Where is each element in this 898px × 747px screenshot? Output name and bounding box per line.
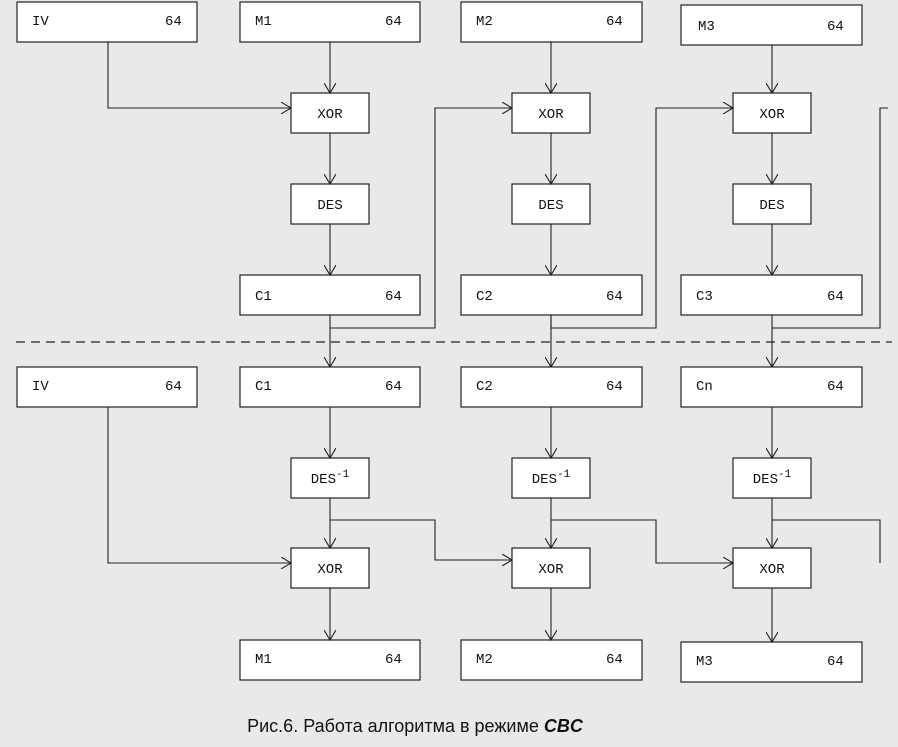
- dec-input-cn: Cn 64: [680, 366, 863, 408]
- enc-input-iv: IV 64: [16, 1, 198, 43]
- dec-output-m3: M3 64: [680, 641, 863, 683]
- enc-des-3-label: DES: [759, 198, 784, 214]
- dec-des-inv-3: DES-1: [732, 457, 812, 499]
- dec-input-c1-size: 64: [385, 379, 402, 395]
- enc-des-1-label: DES: [317, 198, 342, 214]
- enc-input-m2-name: M2: [476, 14, 493, 30]
- dec-input-c1: C1 64: [239, 366, 421, 408]
- dec-input-cn-size: 64: [827, 379, 844, 395]
- dec-output-m2-name: M2: [476, 652, 493, 668]
- enc-input-m3: M3 64: [680, 4, 863, 46]
- enc-output-c2: C2 64: [460, 274, 643, 316]
- dec-xor-1: XOR: [290, 547, 370, 589]
- dec-input-c1-name: C1: [255, 379, 272, 395]
- dec-output-m3-size: 64: [827, 654, 844, 670]
- dec-des-inv-1-label: DES-1: [311, 469, 350, 488]
- enc-input-iv-name: IV: [32, 14, 49, 30]
- enc-xor-3: XOR: [732, 92, 812, 134]
- enc-xor-1-label: XOR: [317, 107, 343, 123]
- c2-feed-to-dec-xor3-arrow: [551, 519, 733, 563]
- dec-xor-3: XOR: [732, 547, 812, 589]
- dec-xor-2: XOR: [511, 547, 591, 589]
- enc-des-2: DES: [511, 183, 591, 225]
- caption-mode: CBC: [543, 716, 583, 736]
- enc-output-c3-name: C3: [696, 289, 713, 305]
- enc-input-m3-name: M3: [698, 19, 715, 35]
- enc-output-c3-size: 64: [827, 289, 844, 305]
- enc-xor-3-label: XOR: [759, 107, 785, 123]
- enc-input-m2-size: 64: [606, 14, 623, 30]
- dec-wires: [107, 407, 881, 642]
- enc-xor-2: XOR: [511, 92, 591, 134]
- dec-output-m2-size: 64: [606, 652, 623, 668]
- dec-input-c2-name: C2: [476, 379, 493, 395]
- enc-xor-1: XOR: [290, 92, 370, 134]
- enc-input-m1: M1 64: [239, 1, 421, 43]
- enc-output-c2-size: 64: [606, 289, 623, 305]
- dec-input-c2-size: 64: [606, 379, 623, 395]
- enc-input-m1-size: 64: [385, 14, 402, 30]
- enc-output-c2-name: C2: [476, 289, 493, 305]
- dec-output-m2: M2 64: [460, 639, 643, 681]
- c1-feed-to-dec-xor2-arrow: [330, 519, 512, 560]
- figure-caption: Рис.6. Работа алгоритма в режиме CBC: [0, 716, 830, 737]
- dec-input-cn-name: Cn: [696, 379, 713, 395]
- cn-feed-to-next-line: [772, 519, 881, 563]
- enc-xor-2-label: XOR: [538, 107, 564, 123]
- enc-input-m3-size: 64: [827, 19, 844, 35]
- enc-des-1: DES: [290, 183, 370, 225]
- enc-input-m2: M2 64: [460, 1, 643, 43]
- enc-output-c1-size: 64: [385, 289, 402, 305]
- dec-xor-2-label: XOR: [538, 562, 564, 578]
- dec-output-m1-size: 64: [385, 652, 402, 668]
- dec-des-inv-1: DES-1: [290, 457, 370, 499]
- enc-wires: [107, 42, 888, 367]
- dec-output-m3-name: M3: [696, 654, 713, 670]
- dec-xor-1-label: XOR: [317, 562, 343, 578]
- enc-output-c1-name: C1: [255, 289, 272, 305]
- c3-to-next-line: [771, 107, 888, 329]
- enc-des-3: DES: [732, 183, 812, 225]
- dec-xor-3-label: XOR: [759, 562, 785, 578]
- dec-input-c2: C2 64: [460, 366, 643, 408]
- dec-des-inv-2: DES-1: [511, 457, 591, 499]
- dec-input-iv-name: IV: [32, 379, 49, 395]
- dec-des-inv-3-label: DES-1: [753, 469, 792, 488]
- iv-to-xor1-arrow: [107, 42, 291, 108]
- dec-output-m1: M1 64: [239, 639, 421, 681]
- enc-output-c1: C1 64: [239, 274, 421, 316]
- enc-input-m1-name: M1: [255, 14, 272, 30]
- caption-prefix: Рис.6. Работа алгоритма в режиме: [247, 716, 544, 736]
- c1-to-xor2-arrow: [329, 108, 512, 329]
- dec-input-iv: IV 64: [16, 366, 198, 408]
- dec-des-inv-2-label: DES-1: [532, 469, 571, 488]
- enc-output-c3: C3 64: [680, 274, 863, 316]
- enc-des-2-label: DES: [538, 198, 563, 214]
- enc-input-iv-size: 64: [165, 14, 182, 30]
- dec-input-iv-size: 64: [165, 379, 182, 395]
- iv-to-dec-xor1-arrow: [107, 407, 291, 563]
- dec-output-m1-name: M1: [255, 652, 272, 668]
